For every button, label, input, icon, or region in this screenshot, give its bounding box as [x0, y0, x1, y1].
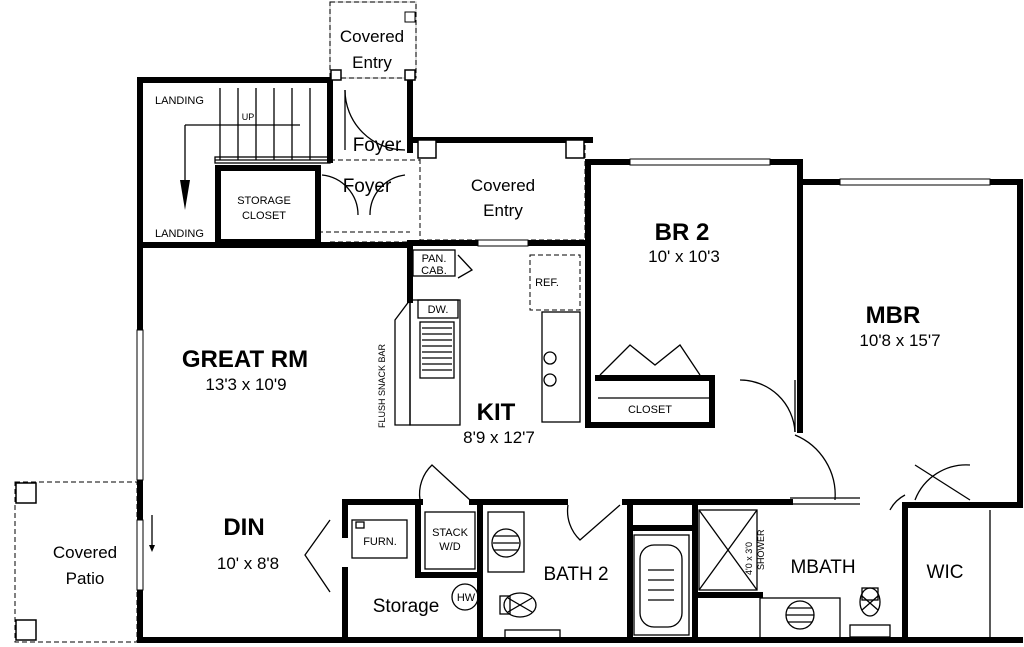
covered-patio: Covered Patio [14, 481, 138, 643]
sink [419, 321, 455, 379]
stack-wd-label-1: STACK [432, 527, 469, 539]
covered-entry-mid-label-2: Entry [483, 201, 523, 220]
covered-patio-label-2: Patio [66, 569, 105, 588]
storage-mech: FURN. STACK W/D HW Storage [304, 464, 479, 617]
br2: CLOSET BR 2 10' x 10'3 [598, 219, 796, 433]
kitchen: PAN. CAB. REF. DW. FLUSH SNACK BAR KIT 8… [377, 249, 581, 447]
stack-wd-label-2: W/D [439, 541, 460, 553]
stair-up-label: UP [242, 112, 255, 122]
covered-entry-top: Covered Entry [329, 1, 417, 81]
bath2: BATH 2 [487, 504, 621, 641]
mbr: MBR 10'8 x 15'7 [790, 302, 971, 505]
landing-top-label: LANDING [155, 95, 204, 107]
covered-entry-mid-label-1: Covered [471, 176, 535, 195]
foyer-upper-label: Foyer [353, 135, 402, 156]
landing-bottom-label: LANDING [155, 228, 204, 240]
mbr-dims: 10'8 x 15'7 [859, 331, 940, 350]
stairs: UP LANDING LANDING [155, 88, 331, 240]
wic: WIC [927, 510, 991, 640]
windows [136, 158, 991, 591]
hw-label: HW [457, 592, 476, 604]
dw-label: DW. [428, 304, 449, 316]
shower-label: SHOWER [756, 529, 766, 570]
great-room: GREAT RM 13'3 x 10'9 [182, 346, 308, 394]
din-dims: 10' x 8'8 [217, 554, 279, 573]
closet-label: CLOSET [628, 404, 672, 416]
kit-name: KIT [477, 399, 516, 426]
great-rm-dims: 13'3 x 10'9 [205, 375, 286, 394]
kit-dims: 8'9 x 12'7 [463, 428, 535, 447]
mbath: 4'0 x 3'0 SHOWER MBATH [633, 494, 906, 641]
snack-bar-label: FLUSH SNACK BAR [377, 343, 387, 428]
br2-dims: 10' x 10'3 [648, 247, 720, 266]
storage-closet-label-2: CLOSET [242, 210, 286, 222]
mbath-label: MBATH [790, 557, 855, 578]
foyers: Foyer Foyer [318, 89, 420, 243]
pan-cab-label-2: CAB. [421, 265, 447, 277]
storage-closet: STORAGE CLOSET [237, 195, 291, 222]
covered-entry-mid: Covered Entry [417, 139, 586, 241]
covered-patio-label-1: Covered [53, 543, 117, 562]
covered-entry-top-label-2: Entry [352, 53, 392, 72]
storage-closet-label-1: STORAGE [237, 195, 291, 207]
bath2-label: BATH 2 [543, 564, 608, 585]
great-rm-name: GREAT RM [182, 346, 308, 373]
furn-label: FURN. [363, 536, 397, 548]
br2-name: BR 2 [655, 219, 710, 246]
din-name: DIN [223, 514, 264, 541]
dining: DIN 10' x 8'8 [149, 514, 279, 573]
ref-label: REF. [535, 277, 559, 289]
covered-entry-top-label-1: Covered [340, 27, 404, 46]
shower-size-label: 4'0 x 3'0 [744, 542, 754, 575]
foyer-lower-label: Foyer [343, 176, 392, 197]
pan-cab-label-1: PAN. [422, 253, 447, 265]
storage-label: Storage [373, 596, 440, 617]
wic-label: WIC [927, 562, 964, 583]
mbr-name: MBR [866, 302, 921, 329]
